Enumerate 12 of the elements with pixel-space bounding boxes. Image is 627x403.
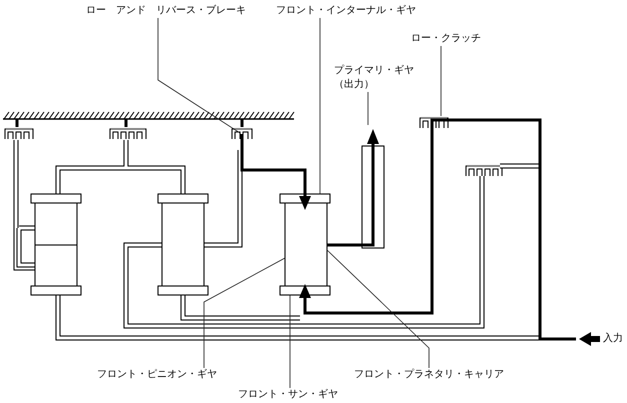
leader-line	[440, 46, 442, 116]
part-label: フロント・インターナル・ギヤ	[276, 4, 422, 18]
part-label: フロント・サン・ギヤ	[238, 388, 348, 402]
part-label: プライマリ・ギヤ（出力）	[334, 64, 418, 92]
part-label: ロー アンド リバース・ブレーキ	[86, 4, 254, 18]
part-label: フロント・ピニオン・ギヤ	[97, 368, 251, 382]
part-label: ロー・クラッチ	[411, 32, 489, 46]
input-label: 入力	[603, 332, 623, 346]
leader-line	[204, 258, 286, 368]
part-label: フロント・プラネタリ・キャリア	[354, 368, 514, 382]
leader-line	[158, 18, 240, 134]
leader-line	[326, 250, 430, 368]
